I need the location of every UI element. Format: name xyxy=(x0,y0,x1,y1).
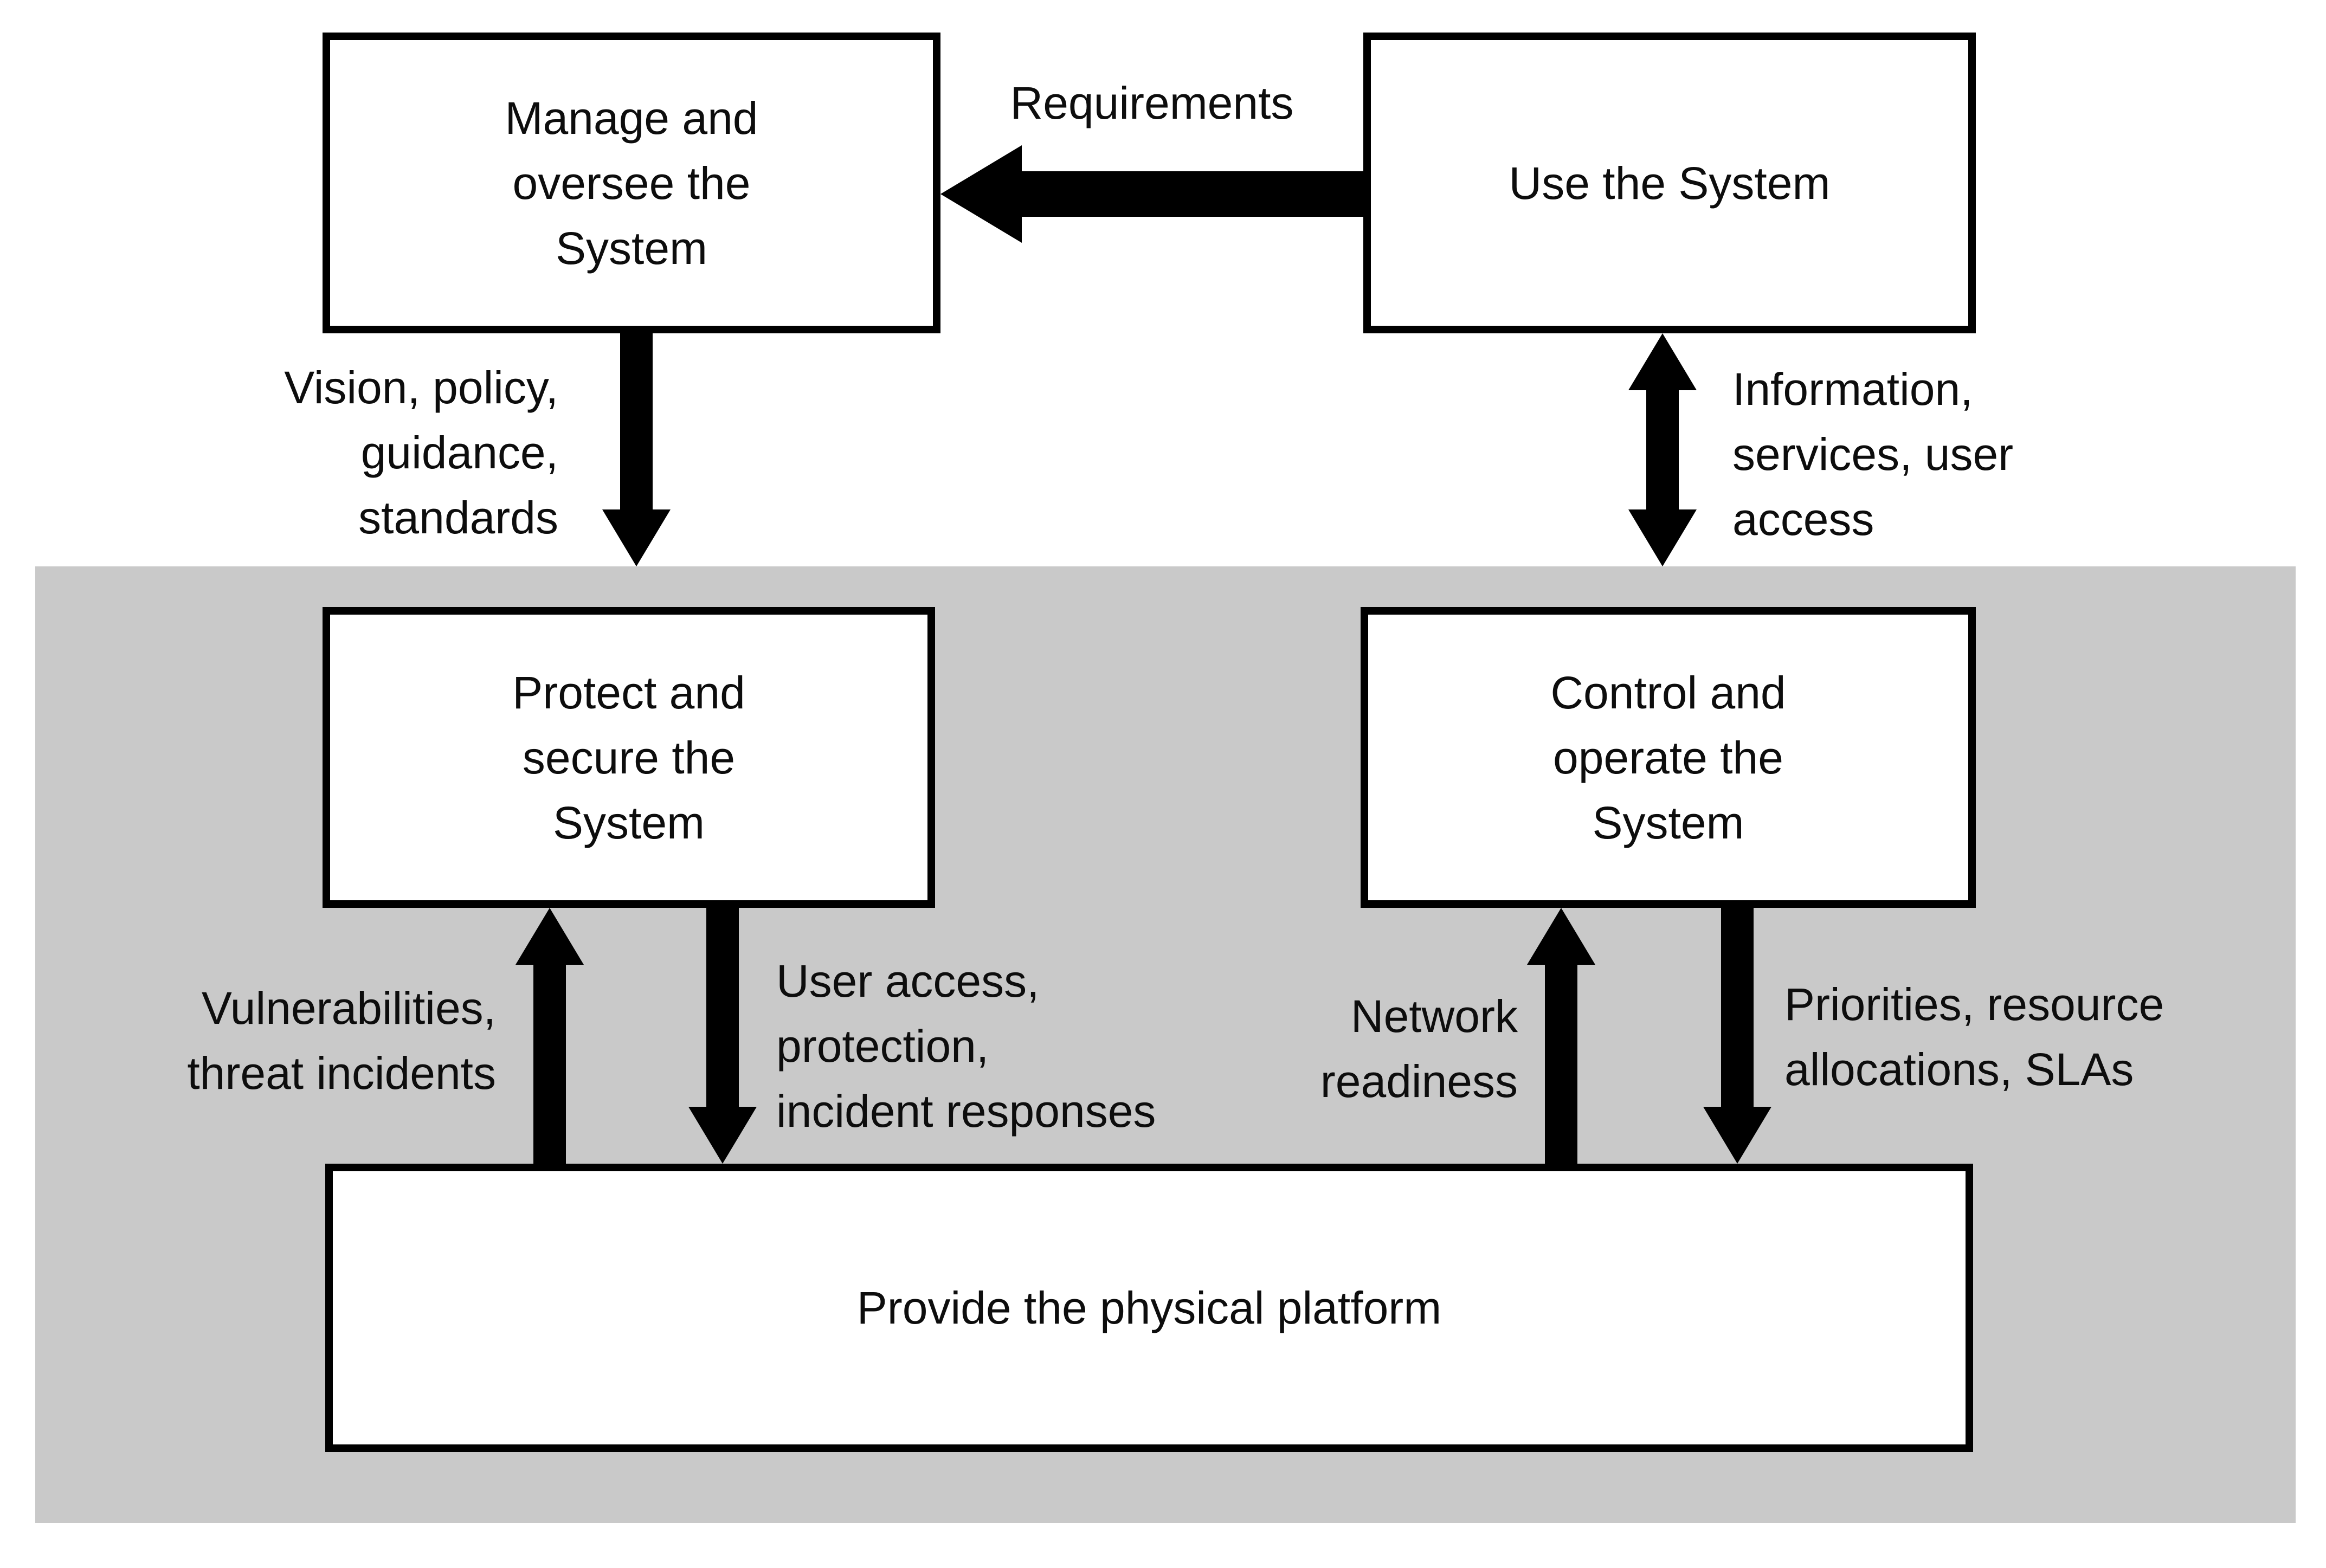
user-access-arrow xyxy=(688,908,757,1164)
arrow-down-icon xyxy=(1703,1107,1771,1164)
box-use-label: Use the System xyxy=(1509,157,1831,209)
vulnerabilities-arrow xyxy=(516,908,584,1164)
arrow-down-icon xyxy=(688,1107,757,1164)
box-protect-label: Protect and secure the System xyxy=(512,667,745,848)
box-manage-and-oversee: Manage and oversee the System xyxy=(323,33,940,333)
box-manage-label: Manage and oversee the System xyxy=(505,92,758,274)
box-protect-and-secure: Protect and secure the System xyxy=(323,607,935,908)
information-services-arrow xyxy=(1628,333,1697,566)
arrow-up-icon xyxy=(1527,908,1595,965)
priorities-label: Priorities, resource allocations, SLAs xyxy=(1784,979,2164,1095)
arrow-shaft xyxy=(1545,962,1577,1164)
arrow-down-icon xyxy=(602,509,671,566)
information-services-label: Information, services, user access xyxy=(1732,364,2014,545)
requirements-label: Requirements xyxy=(1010,78,1294,128)
vision-policy-label: Vision, policy, guidance, standards xyxy=(284,362,558,543)
box-control-label: Control and operate the System xyxy=(1550,667,1786,848)
box-use-the-system: Use the System xyxy=(1363,33,1976,333)
arrow-shaft xyxy=(1016,171,1363,217)
arrow-shaft xyxy=(620,333,653,512)
arrow-shaft xyxy=(1646,385,1679,515)
network-readiness-arrow xyxy=(1527,908,1595,1164)
network-readiness-label: Network readiness xyxy=(1320,991,1518,1107)
requirements-arrow xyxy=(940,145,1363,243)
box-provide-physical-platform: Provide the physical platform xyxy=(325,1164,1973,1452)
arrow-left-icon xyxy=(940,145,1022,243)
arrow-shaft xyxy=(1721,908,1754,1109)
vision-policy-arrow xyxy=(602,333,671,566)
box-control-and-operate: Control and operate the System xyxy=(1361,607,1976,908)
user-access-label: User access, protection, incident respon… xyxy=(776,956,1156,1137)
arrow-shaft xyxy=(706,908,739,1109)
arrow-up-icon xyxy=(1628,333,1697,390)
arrow-down-icon xyxy=(1628,509,1697,566)
arrow-up-icon xyxy=(516,908,584,965)
box-platform-label: Provide the physical platform xyxy=(856,1282,1442,1333)
priorities-arrow xyxy=(1703,908,1771,1164)
arrow-shaft xyxy=(533,962,566,1164)
vulnerabilities-label: Vulnerabilities, threat incidents xyxy=(187,983,496,1099)
